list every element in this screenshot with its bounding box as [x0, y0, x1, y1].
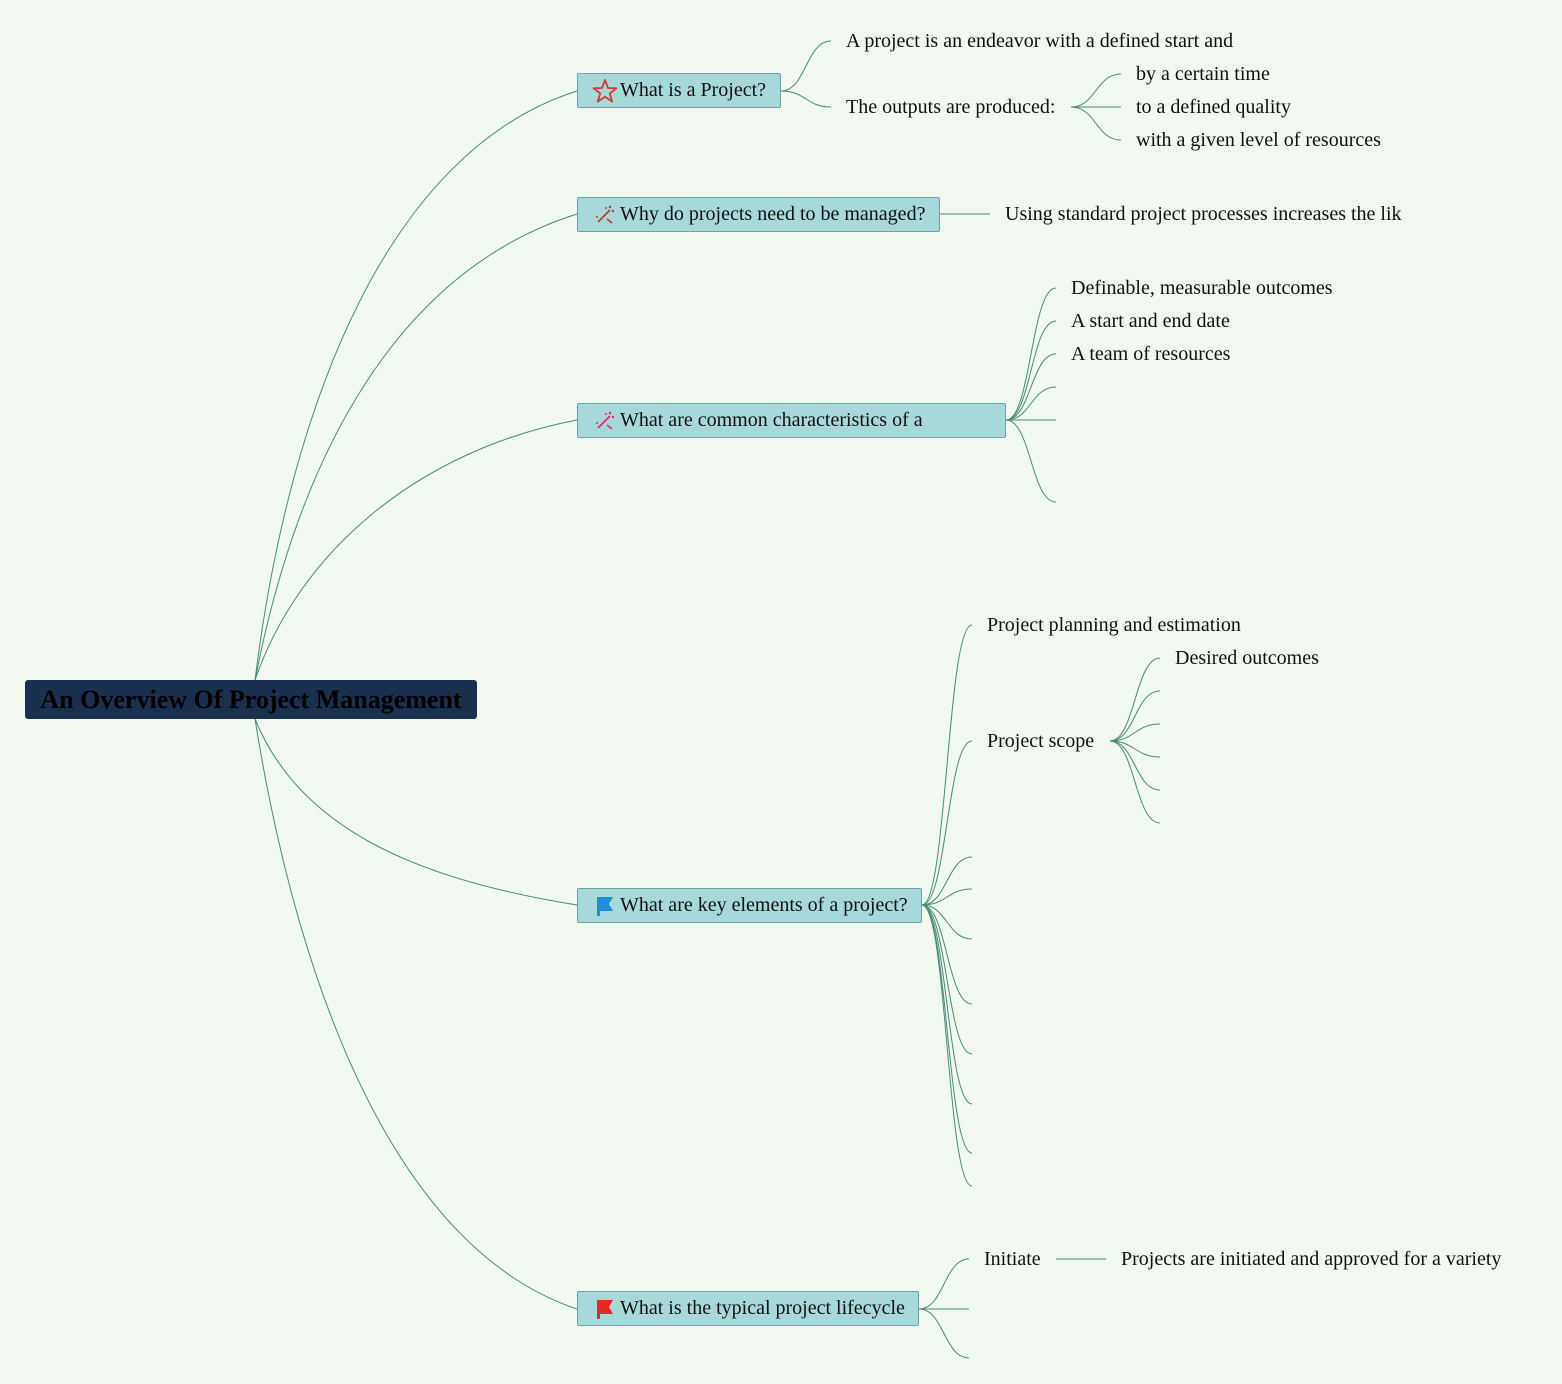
branch-common-characteristics[interactable]: What are common characteristics of a: [577, 403, 1006, 438]
root-topic-label: An Overview Of Project Management: [40, 684, 462, 714]
magic-wand-icon: [592, 408, 618, 434]
magic-wand-icon: [592, 202, 618, 228]
topic-measurable-outcomes[interactable]: Definable, measurable outcomes: [1071, 277, 1333, 299]
blue-flag-icon: [592, 893, 618, 919]
branch-label: What is the typical project lifecycle: [620, 1297, 905, 1319]
red-flag-icon: [592, 1296, 618, 1322]
branch-why-managed[interactable]: Why do projects need to be managed?: [577, 197, 940, 232]
root-topic[interactable]: An Overview Of Project Management: [25, 680, 477, 719]
branch-label: What is a Project?: [620, 79, 767, 101]
topic-project-definition[interactable]: A project is an endeavor with a defined …: [846, 30, 1234, 52]
topic-desired-outcomes[interactable]: Desired outcomes: [1175, 647, 1319, 669]
topic-standard-processes[interactable]: Using standard project processes increas…: [1005, 203, 1402, 225]
branch-label: Why do projects need to be managed?: [620, 203, 926, 225]
topic-planning-estimation[interactable]: Project planning and estimation: [987, 614, 1241, 636]
topic-resources-level[interactable]: with a given level of resources: [1136, 129, 1381, 151]
topic-defined-quality[interactable]: to a defined quality: [1136, 96, 1291, 118]
branch-what-is-a-project[interactable]: What is a Project?: [577, 73, 781, 108]
topic-initiate[interactable]: Initiate: [984, 1248, 1041, 1270]
topic-certain-time[interactable]: by a certain time: [1136, 63, 1270, 85]
topic-project-scope[interactable]: Project scope: [987, 730, 1095, 752]
topic-start-end-date[interactable]: A start and end date: [1071, 310, 1230, 332]
topic-team-of-resources[interactable]: A team of resources: [1071, 343, 1231, 365]
branch-label: What are common characteristics of a: [620, 409, 923, 431]
branch-key-elements[interactable]: What are key elements of a project?: [577, 888, 922, 923]
branch-label: What are key elements of a project?: [620, 894, 908, 916]
star-icon: [592, 78, 618, 104]
topic-outputs-produced[interactable]: The outputs are produced:: [846, 96, 1056, 118]
topic-projects-initiated[interactable]: Projects are initiated and approved for …: [1121, 1248, 1502, 1270]
branch-project-lifecycle[interactable]: What is the typical project lifecycle: [577, 1291, 919, 1326]
